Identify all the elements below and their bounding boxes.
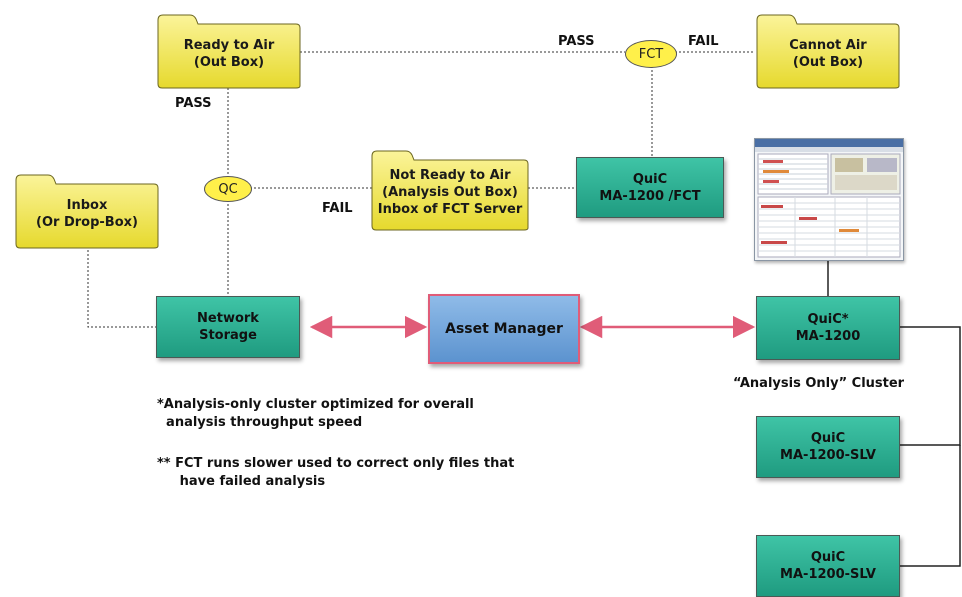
quic-fct-box: QuiC MA-1200 /FCT — [576, 157, 724, 218]
folder-subtitle: (Or Drop-Box) — [36, 215, 138, 230]
folder-icon — [371, 150, 529, 231]
pass-label-top: PASS — [558, 34, 595, 49]
asset-manager-box: Asset Manager — [428, 294, 580, 364]
asset-manager-label: Asset Manager — [445, 321, 563, 337]
folder-title: Not Ready to Air — [389, 167, 511, 183]
box-model: MA-1200 — [795, 329, 861, 344]
box-model: MA-1200-SLV — [780, 567, 876, 582]
fct-label: FCT — [638, 46, 664, 62]
quic-main-box: QuiC* MA-1200 — [756, 296, 900, 360]
quic-slv-box-1: QuiC MA-1200-SLV — [756, 416, 900, 478]
box-subtitle: Storage — [199, 328, 257, 343]
folder-title: Inbox — [66, 198, 108, 213]
qc-label: QC — [218, 181, 238, 197]
software-screenshot-thumbnail — [754, 138, 904, 261]
fail-label-top: FAIL — [688, 34, 719, 49]
folder-title: Cannot Air — [789, 38, 867, 53]
fail-label-mid: FAIL — [322, 201, 353, 216]
folder-title: Ready to Air — [183, 38, 275, 53]
not-ready-to-air-folder: Not Ready to Air (Analysis Out Box) Inbo… — [370, 148, 530, 232]
qc-node: QC — [204, 176, 252, 202]
fct-node: FCT — [625, 40, 677, 68]
folder-icon — [15, 174, 159, 249]
box-title: Network — [197, 311, 259, 326]
pass-label-left: PASS — [175, 96, 212, 111]
network-storage-box: Network Storage — [156, 296, 300, 358]
cannot-air-folder: Cannot Air (Out Box) — [755, 12, 901, 90]
box-title: QuiC* — [807, 312, 849, 327]
inbox-folder: Inbox (Or Drop-Box) — [14, 172, 160, 250]
folder-icon — [157, 14, 301, 89]
footnote-fct: ** FCT runs slower used to correct only … — [157, 456, 515, 489]
box-title: QuiC — [810, 550, 846, 565]
cluster-label: “Analysis Only” Cluster — [733, 376, 905, 391]
folder-icon — [756, 14, 900, 89]
folder-subtitle-2: Inbox of FCT Server — [377, 201, 523, 217]
box-model: MA-1200-SLV — [780, 448, 876, 463]
folder-subtitle: (Out Box) — [193, 55, 265, 70]
screenshot-image — [755, 139, 903, 258]
folder-subtitle: (Analysis Out Box) — [382, 184, 518, 200]
box-title: QuiC — [810, 431, 846, 446]
box-model: MA-1200 /FCT — [599, 188, 701, 204]
ready-to-air-folder: Ready to Air (Out Box) — [156, 12, 302, 90]
folder-subtitle: (Out Box) — [792, 55, 864, 70]
box-title: QuiC — [632, 171, 668, 187]
quic-slv-box-2: QuiC MA-1200-SLV — [756, 535, 900, 597]
footnote-analysis: *Analysis-only cluster optimized for ove… — [157, 397, 474, 430]
